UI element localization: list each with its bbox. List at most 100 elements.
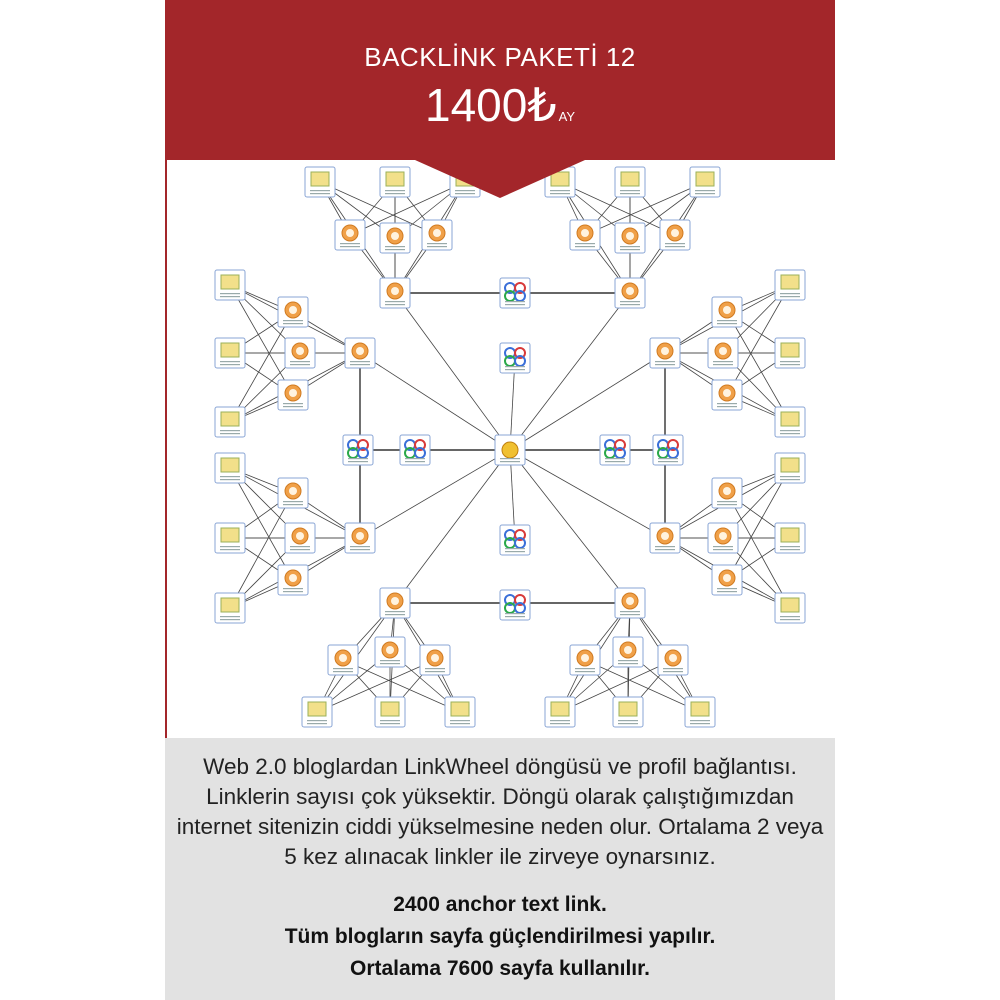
blog-orange-icon <box>344 337 376 369</box>
link-edge <box>726 467 791 581</box>
blog-orange-icon <box>659 219 691 251</box>
link-edge <box>726 284 791 396</box>
blog-orange-icon <box>327 644 359 676</box>
blog-orange-icon <box>379 222 411 254</box>
blog-orange-icon <box>421 219 453 251</box>
profile-yellow-icon <box>304 166 336 198</box>
blog-orange-icon <box>649 522 681 554</box>
blog-orange-icon <box>334 219 366 251</box>
link-edge <box>509 449 631 604</box>
blog-orange-icon <box>374 636 406 668</box>
profile-yellow-icon <box>214 337 246 369</box>
link-edge <box>509 352 666 451</box>
profile-yellow-icon <box>774 452 806 484</box>
linkwheel-diagram-svg <box>214 166 806 728</box>
blog-orange-icon <box>379 277 411 309</box>
link-edge <box>342 659 461 713</box>
web20-wheel-icon <box>499 589 531 621</box>
blog-orange-icon <box>284 522 316 554</box>
blog-orange-icon <box>284 337 316 369</box>
package-description: Web 2.0 bloglardan LinkWheel döngüsü ve … <box>176 754 824 869</box>
header-banner <box>165 0 835 198</box>
card-left-border <box>165 0 167 1000</box>
highlight-page-boost: Tüm blogların sayfa güçlendirilmesi yapı… <box>284 925 716 948</box>
link-edge <box>319 181 438 236</box>
web20-wheel-icon <box>499 524 531 556</box>
blog-orange-icon <box>711 379 743 411</box>
linkwheel-diagram <box>165 160 835 740</box>
profile-yellow-icon <box>774 406 806 438</box>
blog-orange-icon <box>711 477 743 509</box>
highlight-anchor-links: 2400 anchor text link. <box>393 893 607 916</box>
link-edge <box>509 292 631 451</box>
profile-yellow-icon <box>379 166 411 198</box>
profile-yellow-icon <box>684 696 716 728</box>
profile-yellow-icon <box>374 696 406 728</box>
profile-yellow-icon <box>774 269 806 301</box>
link-edge <box>559 659 674 713</box>
link-edge <box>229 311 294 423</box>
blog-orange-icon <box>344 522 376 554</box>
blog-orange-icon <box>419 644 451 676</box>
web20-wheel-icon <box>652 434 684 466</box>
link-edge <box>559 181 676 236</box>
profile-yellow-icon <box>214 452 246 484</box>
profile-yellow-icon <box>544 696 576 728</box>
blog-orange-icon <box>707 337 739 369</box>
link-edge <box>726 311 791 423</box>
profile-yellow-icon <box>689 166 721 198</box>
link-edge <box>229 284 294 396</box>
blog-orange-icon <box>569 219 601 251</box>
link-edge <box>359 352 511 451</box>
link-edge <box>394 292 511 451</box>
blog-orange-icon <box>612 636 644 668</box>
web20-wheel-icon <box>499 342 531 374</box>
blog-orange-icon <box>614 587 646 619</box>
package-card: BACKLİNK PAKETİ 12 1400₺AY Web 2.0 blogl… <box>165 0 835 1000</box>
price-row: 1400₺AY <box>165 78 835 132</box>
profile-yellow-icon <box>214 522 246 554</box>
blog-orange-icon <box>569 644 601 676</box>
profile-yellow-icon <box>214 592 246 624</box>
link-edge <box>229 492 294 609</box>
web20-wheel-icon <box>399 434 431 466</box>
web20-wheel-icon <box>599 434 631 466</box>
link-edge <box>316 659 436 713</box>
package-price: 1400₺ <box>425 79 557 131</box>
package-info: Web 2.0 bloglardan LinkWheel döngüsü ve … <box>165 738 835 1000</box>
link-edge <box>359 449 511 539</box>
link-edge <box>509 449 666 539</box>
blog-orange-icon <box>379 587 411 619</box>
blog-orange-icon <box>277 564 309 596</box>
profile-yellow-icon <box>774 592 806 624</box>
profile-yellow-icon <box>214 406 246 438</box>
profile-yellow-icon <box>214 269 246 301</box>
link-edge <box>394 449 511 604</box>
package-title: BACKLİNK PAKETİ 12 <box>364 42 636 72</box>
blog-orange-icon <box>657 644 689 676</box>
blog-orange-icon <box>277 477 309 509</box>
web20-wheel-icon <box>499 277 531 309</box>
profile-yellow-icon <box>774 522 806 554</box>
link-edge <box>584 659 701 713</box>
blog-orange-icon <box>649 337 681 369</box>
link-edge <box>349 181 466 236</box>
profile-yellow-icon <box>614 166 646 198</box>
blog-orange-icon <box>277 379 309 411</box>
blog-orange-icon <box>614 277 646 309</box>
package-header: BACKLİNK PAKETİ 12 1400₺AY <box>165 0 835 200</box>
blog-orange-icon <box>614 222 646 254</box>
blog-orange-icon <box>707 522 739 554</box>
link-edge <box>229 467 294 581</box>
price-period: AY <box>558 109 575 124</box>
profile-yellow-icon <box>612 696 644 728</box>
highlight-page-count: Ortalama 7600 sayfa kullanılır. <box>349 957 650 980</box>
blog-orange-icon <box>711 296 743 328</box>
profile-yellow-icon <box>774 337 806 369</box>
blog-orange-icon <box>711 564 743 596</box>
star-hub-icon <box>494 434 526 466</box>
profile-yellow-icon <box>444 696 476 728</box>
profile-yellow-icon <box>301 696 333 728</box>
link-edge <box>584 181 706 236</box>
blog-orange-icon <box>277 296 309 328</box>
